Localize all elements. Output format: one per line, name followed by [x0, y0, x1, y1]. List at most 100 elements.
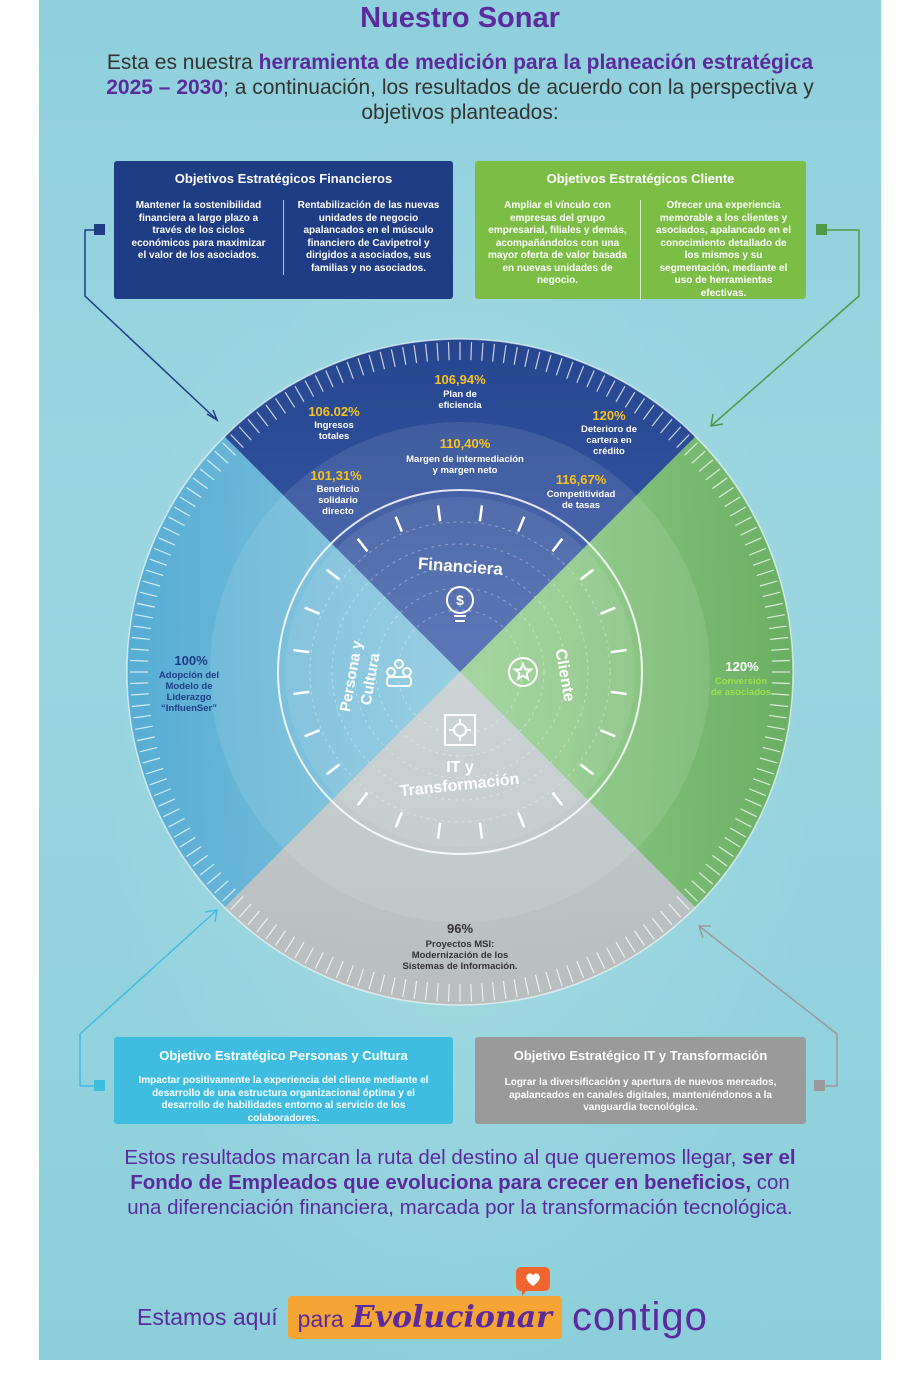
outer-tick: [684, 888, 698, 902]
outer-tick: [314, 952, 324, 969]
label-it-1: IT y: [446, 759, 474, 776]
outer-tick: [142, 580, 161, 587]
outer-tick: [624, 936, 636, 953]
infographic-page: Nuestro Sonar Esta es nuestra herramient…: [39, 0, 881, 1360]
outer-tick: [402, 979, 407, 998]
metric-competitividad-value: 116,67%: [556, 472, 607, 487]
outer-tick-ring: [130, 342, 790, 1002]
inner-tick: [579, 568, 595, 581]
outer-tick: [238, 903, 252, 918]
box-title-financieros: Objetivos Estratégicos Financieros: [174, 171, 393, 186]
outer-tick: [168, 516, 185, 527]
outer-tick: [765, 736, 783, 742]
outer-tick: [346, 964, 354, 983]
outer-tick: [436, 342, 439, 361]
outer-tick: [256, 411, 269, 427]
outer-tick: [586, 370, 595, 388]
page-title: Nuestro Sonar: [360, 2, 560, 34]
outer-tick: [576, 365, 585, 383]
outer-tick: [545, 354, 552, 373]
outer-tick: [294, 941, 305, 959]
box-objetivo-personas: Objetivo Estratégico Personas y Cultura …: [114, 1037, 453, 1124]
outer-tick: [325, 370, 334, 388]
outer-tick: [676, 896, 690, 910]
outer-tick: [424, 343, 428, 362]
outer-tick: [153, 547, 171, 556]
outer-tick: [238, 426, 252, 441]
outer-tick: [199, 468, 215, 481]
outer-tick: [768, 625, 787, 630]
outer-tick: [481, 983, 484, 1002]
outer-tick: [379, 351, 386, 370]
box-personas-text: Impactar positivamente la experiencia de…: [138, 1075, 429, 1124]
outer-tick: [770, 636, 789, 640]
outer-tick: [274, 930, 287, 946]
star-badge-icon: [508, 657, 538, 687]
outer-tick: [712, 477, 728, 490]
inner-tick: [599, 729, 616, 738]
outer-tick: [131, 636, 150, 640]
inner-tick: [436, 505, 442, 522]
inner-tick: [304, 606, 321, 615]
outer-tick: [752, 778, 771, 786]
outer-tick: [158, 798, 176, 807]
outer-tick: [735, 817, 752, 828]
slogan-badge: para Evolucionar: [287, 1295, 562, 1339]
outer-tick: [130, 682, 149, 685]
outer-tick: [173, 827, 191, 838]
metric-margen-value: 110,40%: [440, 436, 491, 451]
inner-tick: [325, 763, 341, 776]
box-financieros-col2: Rentabilización de las nuevas unidades d…: [283, 200, 453, 275]
outer-tick: [691, 450, 706, 464]
outer-tick: [765, 602, 783, 608]
metric-deterioro-label-2: cartera en: [586, 435, 632, 446]
intro-part2: ; a continuación, los resultados de acue…: [223, 76, 814, 124]
heart-chat-icon: [516, 1267, 550, 1296]
outer-tick: [759, 757, 778, 764]
inner-tick: [356, 537, 369, 553]
outer-tick: [762, 746, 781, 753]
outer-tick: [335, 961, 344, 979]
outer-tick: [735, 516, 752, 527]
outer-tick: [436, 983, 439, 1002]
outer-tick: [596, 375, 606, 392]
outer-tick: [206, 872, 222, 885]
outer-tick: [265, 404, 278, 420]
outer-tick: [718, 486, 734, 499]
inner-tick: [436, 822, 442, 839]
outer-tick: [139, 746, 158, 753]
outer-tick: [771, 693, 790, 696]
outer-tick: [130, 693, 149, 696]
metric-deterioro-value: 120%: [592, 408, 626, 423]
slogan: Estamos aquí para Evolucionar contigo: [137, 1292, 708, 1342]
outer-tick: [424, 982, 428, 1001]
outer-tick: [740, 526, 757, 536]
outer-tick: [566, 361, 574, 380]
intro-bold: herramienta de medición para la planeaci…: [106, 51, 814, 99]
metric-competitividad-label-1: Competitividad: [547, 489, 616, 500]
quadrant-persona: [127, 339, 460, 1005]
outer-tick: [158, 537, 176, 546]
outer-tick: [163, 808, 180, 818]
outer-tick: [729, 827, 747, 838]
inner-tick: [579, 763, 595, 776]
outer-tick: [247, 910, 260, 926]
outer-tick: [214, 450, 229, 464]
outer-tick: [555, 968, 563, 987]
metric-ingresos-label-2: totales: [319, 431, 350, 442]
outer-tick: [705, 863, 721, 876]
metric-margen-label-1: Margen de intermediación: [406, 454, 524, 465]
outer-tick: [186, 486, 202, 499]
outer-tick: [265, 924, 278, 940]
quadrant-financiera: [127, 339, 793, 672]
box-title-it: Objetivo Estratégico IT y Transformación: [513, 1048, 768, 1063]
outer-tick: [192, 854, 208, 867]
closing-part1: Estos resultados marcan la ruta del dest…: [124, 1146, 743, 1169]
outer-tick: [390, 349, 396, 367]
metric-conversion-value: 120%: [725, 659, 759, 674]
box-financieros-col1: Mantener la sostenibilidad financiera a …: [131, 200, 266, 261]
outer-tick: [470, 342, 473, 361]
outer-tick: [740, 808, 757, 818]
outer-tick: [284, 391, 296, 408]
svg-text:$: $: [456, 592, 464, 608]
